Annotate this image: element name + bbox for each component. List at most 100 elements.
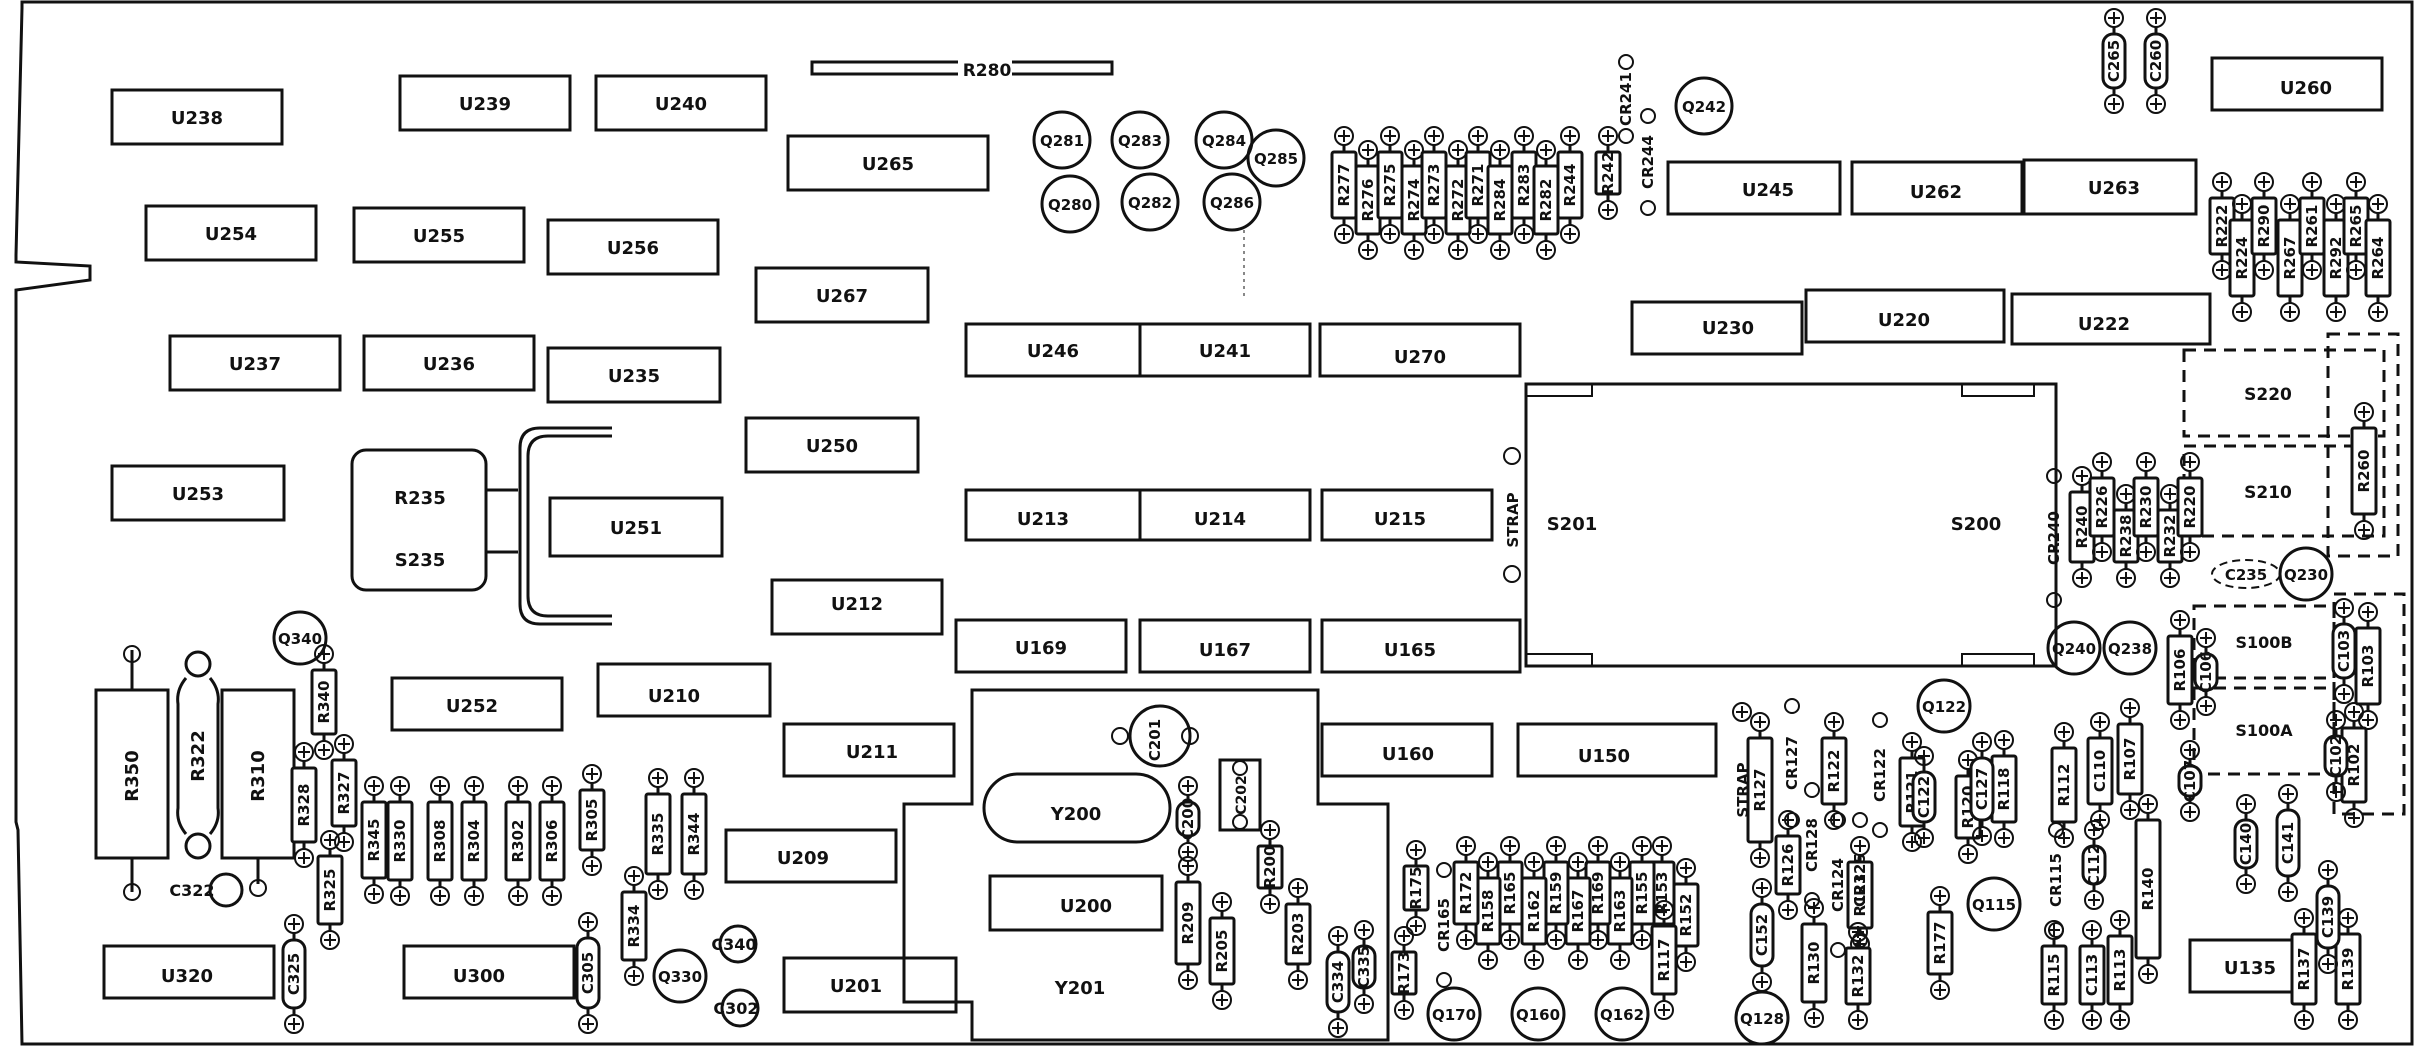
resistor-r162: R162	[1520, 852, 1548, 970]
resistor-r282: R282	[1532, 140, 1560, 260]
chip-label: U252	[446, 696, 498, 717]
chip-label: U240	[655, 94, 707, 115]
component-label: CR127	[1783, 736, 1801, 790]
chip-U236: U236	[362, 334, 536, 392]
resistor-c110: C110	[2086, 712, 2114, 830]
switch-S220: S220	[2182, 348, 2386, 438]
chip-U253: U253	[110, 464, 286, 522]
transistor-Q128: Q128	[1734, 990, 1790, 1046]
resistor-r226: R226	[2088, 452, 2116, 562]
resistor-r200: R200	[1256, 820, 1284, 914]
component-label: R107	[2121, 738, 2139, 781]
chip-U265: U265	[786, 134, 990, 192]
component-label: R328	[295, 784, 313, 827]
transistor-Q242: Q242	[1674, 76, 1734, 136]
component-label: R220	[2181, 486, 2199, 529]
diode-cr241: CR241	[1617, 54, 1635, 144]
component-label: CR125	[1851, 853, 1869, 907]
dashed-outline-right	[2326, 332, 2400, 558]
resistor-r139: R139	[2334, 908, 2362, 1030]
transistor-Q162: Q162	[1594, 986, 1650, 1042]
switch-S100A: S100A	[2192, 686, 2336, 776]
chip-label: U209	[777, 848, 829, 869]
capacitor-c325: C325	[281, 914, 307, 1034]
chip-label: U215	[1374, 509, 1426, 530]
chip-U238: U238	[110, 88, 284, 146]
component-label: R173	[1395, 952, 1413, 995]
resistor-r232: R232	[2156, 484, 2184, 588]
component-label: C260	[2147, 40, 2165, 82]
diode-cr240: CR240	[2045, 468, 2063, 608]
chip-label: U238	[171, 108, 223, 129]
component-label: CR115	[2047, 853, 2065, 907]
chip-label: U160	[1382, 744, 1434, 765]
chip-label: U210	[648, 686, 700, 707]
resistor-r224: R224	[2228, 194, 2256, 322]
component-label: R115	[2045, 954, 2063, 997]
chip-label: U239	[459, 94, 511, 115]
chip-U254: U254	[144, 204, 318, 262]
component-label: CR124	[1829, 858, 1847, 912]
component-label: CR122	[1871, 748, 1889, 802]
component-label: C106	[2197, 651, 2215, 693]
transistor-Q330: Q330	[652, 948, 708, 1004]
component-label: C103	[2335, 630, 2353, 672]
component-label: C122	[1915, 776, 1933, 818]
component-label: R126	[1779, 844, 1797, 887]
diode-cr165: CR165	[1435, 862, 1453, 988]
component-label: R277	[1335, 164, 1353, 207]
resistor-r264: R264	[2364, 194, 2392, 322]
chip-label: U265	[862, 154, 914, 175]
capacitor-C302: C302	[713, 988, 760, 1028]
transistor-label: Q285	[1254, 150, 1298, 168]
chip-U246: U246	[964, 322, 1142, 378]
component-label: R222	[2213, 205, 2231, 248]
chip-label: U260	[2280, 78, 2332, 99]
strap-label: STRAP	[1734, 762, 1752, 817]
resistor-r328: R328	[290, 742, 318, 868]
resistor-r132: R132	[1844, 922, 1872, 1030]
resistor-r302: R302	[504, 776, 532, 906]
resistor-r112: R112	[2050, 722, 2078, 848]
component-label: R130	[1805, 942, 1823, 985]
diode-cr128: CR128	[1803, 782, 1821, 908]
chip-U160: U160	[1320, 722, 1494, 778]
resistor-r155: R155	[1628, 836, 1656, 950]
resistor-r304: R304	[460, 776, 488, 906]
component-label: R177	[1931, 922, 1949, 965]
chip-U211: U211	[782, 722, 956, 778]
resistor-label: R280	[963, 61, 1012, 81]
transistor-Q230: Q230	[2278, 546, 2334, 602]
transistor-Q280: Q280	[1040, 174, 1100, 234]
component-label: R159	[1547, 872, 1565, 915]
capacitor-c103: C103	[2331, 598, 2357, 704]
capacitor-c260: C260	[2143, 8, 2169, 114]
resistor-R322: R322	[176, 650, 220, 860]
transistor-Q238: Q238	[2102, 620, 2158, 676]
resistor-r126: R126	[1774, 810, 1802, 920]
chip-U262: U262	[1850, 160, 2024, 216]
resistor-r123: R123	[1846, 836, 1874, 954]
component-label: R123	[1851, 874, 1869, 917]
chip-label: U150	[1578, 746, 1630, 767]
resistor-r158: R158	[1474, 852, 1502, 970]
component-label: CR241	[1617, 72, 1635, 126]
resistor-r230: R230	[2132, 452, 2160, 562]
dashed-outline-s100	[2332, 592, 2406, 816]
resistor-r118: R118	[1990, 730, 2018, 848]
resistor-r172: R172	[1452, 836, 1480, 950]
chip-U220: U220	[1804, 288, 2006, 344]
chip-label: U201	[830, 976, 882, 997]
resistor-r137: R137	[2290, 908, 2318, 1030]
switch-S210: S210	[2182, 444, 2386, 538]
component-label: C102	[2327, 735, 2345, 777]
resistor-R280: R280	[810, 58, 1114, 81]
component-label: R230	[2137, 486, 2155, 529]
resistor-r276: R276	[1354, 140, 1382, 260]
capacitor-label: C322	[169, 881, 214, 900]
chip-U251: U251	[548, 496, 724, 558]
component-label: R276	[1359, 179, 1377, 222]
capacitor-c334: C334	[1325, 926, 1351, 1038]
chip-U240: U240	[594, 74, 768, 132]
component-label: R162	[1525, 890, 1543, 933]
